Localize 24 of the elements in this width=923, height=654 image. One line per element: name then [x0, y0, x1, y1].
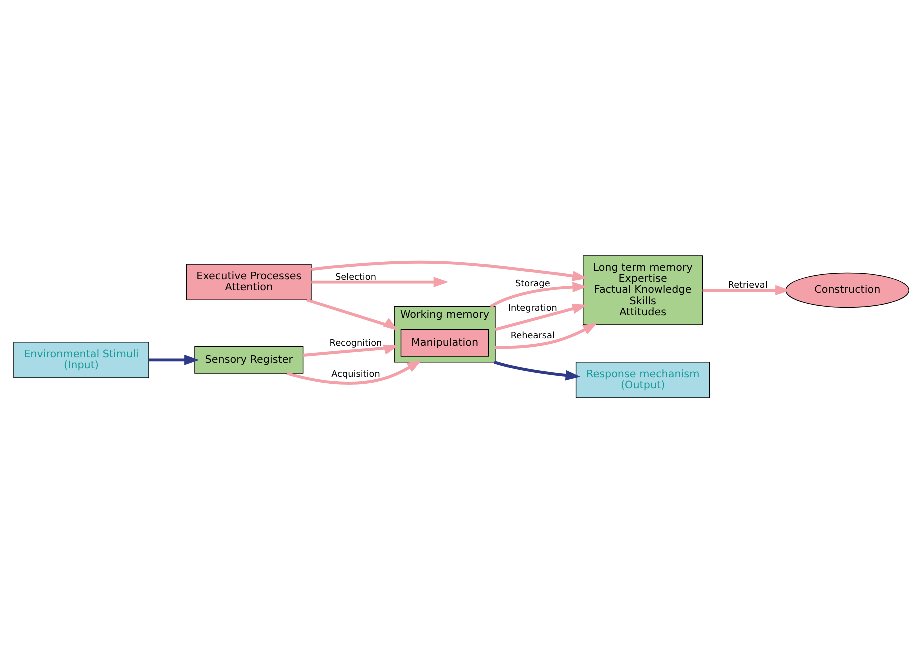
- arrow: [286, 360, 422, 385]
- arrow: [494, 361, 581, 381]
- node-box: Executive Processes Attention: [186, 264, 312, 300]
- node-box: Sensory Register: [194, 346, 304, 374]
- node-box: Response mechanism (Output): [576, 362, 710, 398]
- edge-label: Storage: [516, 279, 550, 290]
- edge-label: Retrieval: [728, 280, 768, 291]
- node-box: Environmental Stimuli (Input): [14, 342, 150, 378]
- node-box: Manipulation: [400, 329, 490, 357]
- arrow: [312, 277, 449, 288]
- arrow: [303, 344, 399, 357]
- node-ellipse: Construction: [786, 272, 910, 308]
- edge-label: Integration: [508, 304, 558, 314]
- arrow: [311, 260, 588, 282]
- arrow: [490, 282, 588, 308]
- edge-label: Selection: [335, 272, 376, 283]
- edge-label: Acquisition: [332, 370, 380, 380]
- edge-label: Rehearsal: [510, 331, 555, 342]
- arrow: [149, 354, 200, 366]
- arrow: [306, 298, 398, 331]
- arrow: [495, 322, 598, 350]
- arrow: [495, 304, 588, 332]
- node-box: Long term memory Expertise Factual Knowledge Skills Attitudes: [583, 256, 704, 326]
- edge-label: Recognition: [330, 338, 382, 349]
